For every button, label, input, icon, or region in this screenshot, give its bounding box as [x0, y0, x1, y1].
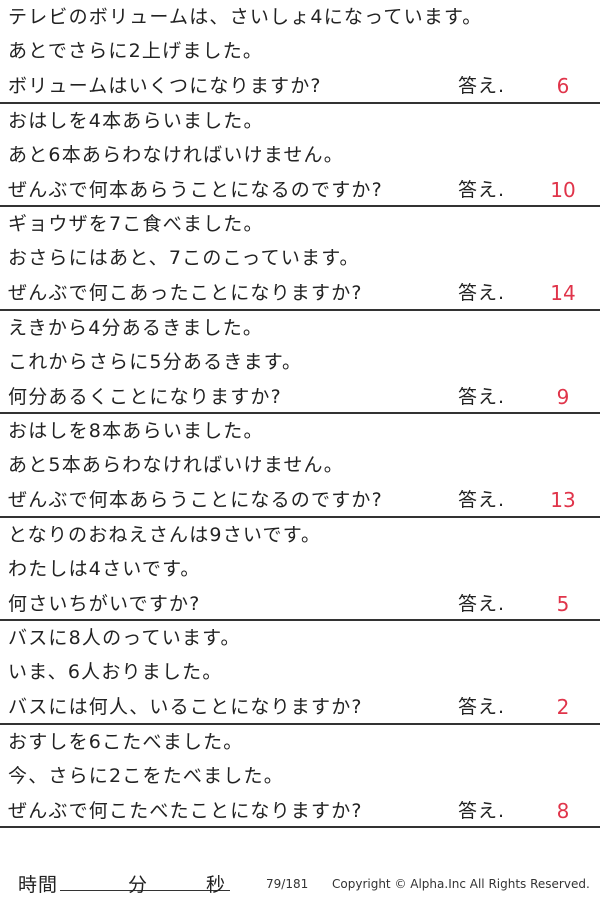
problem-line: おはしを8本あらいました。 — [8, 420, 264, 442]
problem-line: これからさらに5分あるきます。 — [8, 350, 303, 373]
answer-label: 答え. — [458, 178, 506, 201]
problem-line: あとでさらに2上げました。 — [8, 40, 264, 62]
problem-question: ボリュームはいくつになりますか? — [8, 75, 322, 97]
problem-line: わたしは4さいです。 — [8, 557, 201, 580]
problem-1: テレビのボリュームは、さいしょ4になっています。 あとでさらに2上げました。 ボ… — [0, 0, 600, 104]
page-number: 79/181 — [266, 877, 309, 891]
problem-3: ギョウザを7こ食べました。 おさらにはあと、7このこっています。 ぜんぶで何こあ… — [0, 207, 600, 311]
answer-value: 10 — [550, 177, 576, 202]
problem-line: あと5本あらわなければいけません。 — [8, 454, 344, 476]
answer-value: 13 — [550, 488, 576, 512]
problem-line: おさらにはあと、7このこっています。 — [8, 247, 360, 269]
time-label: 時間 — [18, 874, 59, 896]
answer-value: 14 — [550, 281, 576, 305]
problem-2: おはしを4本あらいました。 あと6本あらわなければいけません。 ぜんぶで何本あら… — [0, 104, 600, 207]
answer-value: 9 — [556, 384, 570, 409]
problem-question: 何さいちがいですか? — [8, 592, 201, 615]
answer-value: 6 — [556, 74, 570, 98]
answer-label: 答え. — [458, 282, 506, 304]
copyright: Copyright © Alpha.Inc All Rights Reserve… — [332, 877, 590, 891]
problem-line: ギョウザを7こ食べました。 — [8, 213, 264, 235]
problem-line: えきから4分あるきました。 — [8, 316, 264, 339]
problem-question: ぜんぶで何こあったことになりますか? — [8, 282, 363, 304]
problem-question: 何分あるくことになりますか? — [8, 385, 282, 408]
problem-question: バスには何人、いることになりますか? — [8, 696, 363, 718]
problem-7: バスに8人のっています。 いま、6人おりました。 バスには何人、いることになりま… — [0, 621, 600, 725]
problem-6: となりのおねえさんは9さいです。 わたしは4さいです。 何さいちがいですか? 答… — [0, 518, 600, 621]
answer-label: 答え. — [458, 696, 506, 718]
problem-4: えきから4分あるきました。 これからさらに5分あるきます。 何分あるくことになり… — [0, 311, 600, 414]
minutes-label: 分 — [128, 874, 148, 896]
answer-label: 答え. — [458, 592, 506, 615]
problem-line: おすしを6こたべました。 — [8, 730, 244, 753]
answer-label: 答え. — [458, 75, 506, 97]
footer: 時間 分 秒 79/181 Copyright © Alpha.Inc All … — [0, 868, 600, 896]
problem-8: おすしを6こたべました。 今、さらに2こをたべました。 ぜんぶで何こたべたことに… — [0, 725, 600, 828]
problem-line: あと6本あらわなければいけません。 — [8, 143, 344, 166]
answer-value: 2 — [556, 695, 570, 719]
problem-line: おはしを4本あらいました。 — [8, 109, 264, 132]
problem-line: となりのおねえさんは9さいです。 — [8, 523, 322, 546]
problem-question: ぜんぶで何本あらうことになるのですか? — [8, 178, 383, 201]
time-blank-line — [60, 890, 230, 891]
problem-line: 今、さらに2こをたべました。 — [8, 764, 284, 787]
problem-line: いま、6人おりました。 — [8, 661, 223, 683]
problem-line: バスに8人のっています。 — [8, 627, 241, 649]
problem-question: ぜんぶで何本あらうことになるのですか? — [8, 489, 383, 511]
answer-value: 5 — [556, 591, 570, 616]
problem-line: テレビのボリュームは、さいしょ4になっています。 — [8, 6, 483, 28]
problem-question: ぜんぶで何こたべたことになりますか? — [8, 799, 363, 822]
seconds-label: 秒 — [206, 874, 226, 896]
answer-label: 答え. — [458, 385, 506, 408]
answer-value: 8 — [556, 798, 570, 823]
answer-label: 答え. — [458, 489, 506, 511]
problem-5: おはしを8本あらいました。 あと5本あらわなければいけません。 ぜんぶで何本あら… — [0, 414, 600, 518]
answer-label: 答え. — [458, 799, 506, 822]
problem-list: テレビのボリュームは、さいしょ4になっています。 あとでさらに2上げました。 ボ… — [0, 0, 600, 828]
